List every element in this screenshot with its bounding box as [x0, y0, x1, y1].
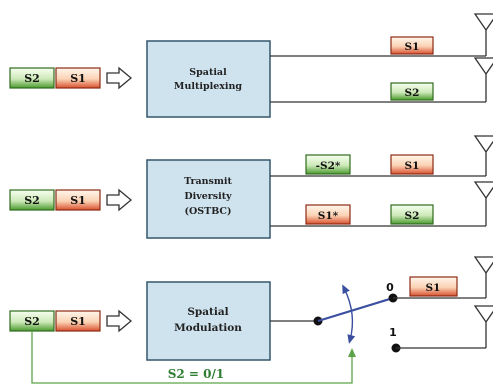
output-symbol-s2 [390, 204, 434, 225]
block-label-line-3: (OSTBC) [185, 206, 232, 217]
row-transmit-diversity: S2 S1 Transmit Diversity (OSTBC) -S2* S1… [9, 135, 493, 239]
antenna-icon [473, 256, 493, 275]
input-symbols: S2 S1 [9, 67, 101, 89]
output-symbol-s1 [390, 36, 434, 55]
switch-label-0: 0 [386, 281, 394, 294]
block-label-line-2: Modulation [174, 322, 242, 334]
svg-text:S2: S2 [405, 87, 420, 99]
block-label-line-2: Multiplexing [174, 81, 243, 92]
output-symbol-s2 [390, 82, 434, 101]
switch-direction-arc [342, 284, 356, 344]
switch-label-1: 1 [389, 326, 397, 339]
antenna-icon [473, 181, 493, 200]
svg-text:S1: S1 [405, 41, 420, 53]
input-symbol-s1 [55, 189, 101, 211]
svg-text:-S2*: -S2* [316, 160, 341, 172]
block-label-line-1: Spatial [187, 306, 228, 318]
antenna-icon [473, 13, 493, 32]
input-symbol-s1-label: S1 [70, 315, 86, 328]
input-symbol-s2-label: S2 [24, 194, 40, 207]
input-symbol-s1 [55, 310, 101, 332]
svg-text:S1*: S1* [318, 210, 339, 222]
control-label: S2 = 0/1 [168, 367, 225, 381]
input-symbol-s1-label: S1 [70, 72, 86, 85]
input-symbol-s2 [9, 189, 55, 211]
output-symbol-s1 [390, 154, 434, 175]
svg-text:S1: S1 [405, 160, 420, 172]
control-feedback-line [31, 331, 356, 384]
switch-arm [317, 296, 394, 323]
antenna-icon [473, 135, 493, 154]
hollow-arrow-icon [106, 309, 133, 333]
input-symbol-s2-label: S2 [24, 315, 40, 328]
block-label-line-1: Spatial [189, 67, 227, 78]
row-spatial-modulation: S2 S1 Spatial Modulation 0 S1 1 S2 = 0/1 [9, 256, 493, 384]
input-symbol-s2-label: S2 [24, 72, 40, 85]
hollow-arrow-icon [106, 188, 133, 212]
output-symbol-neg-s2-conj [305, 154, 351, 175]
block-label-line-1: Transmit [184, 176, 232, 187]
output-symbol-s1-conj [305, 204, 351, 225]
output-symbol-s1 [409, 276, 458, 297]
antenna-icon [473, 305, 493, 324]
block-spatial-multiplexing [146, 40, 271, 118]
input-symbol-s2 [9, 67, 55, 89]
input-symbol-s1-label: S1 [70, 194, 86, 207]
hollow-arrow-icon [106, 66, 133, 90]
block-transmit-diversity [146, 159, 271, 239]
input-symbols: S2 S1 [9, 310, 101, 332]
svg-text:S2: S2 [405, 210, 420, 222]
input-symbols: S2 S1 [9, 189, 101, 211]
row-spatial-multiplexing: S2 S1 Spatial Multiplexing S1 S2 [9, 13, 493, 118]
input-symbol-s1 [55, 67, 101, 89]
block-spatial-modulation [146, 281, 271, 361]
antenna-icon [473, 57, 493, 76]
block-label-line-2: Diversity [184, 191, 232, 202]
svg-text:S1: S1 [426, 282, 441, 294]
